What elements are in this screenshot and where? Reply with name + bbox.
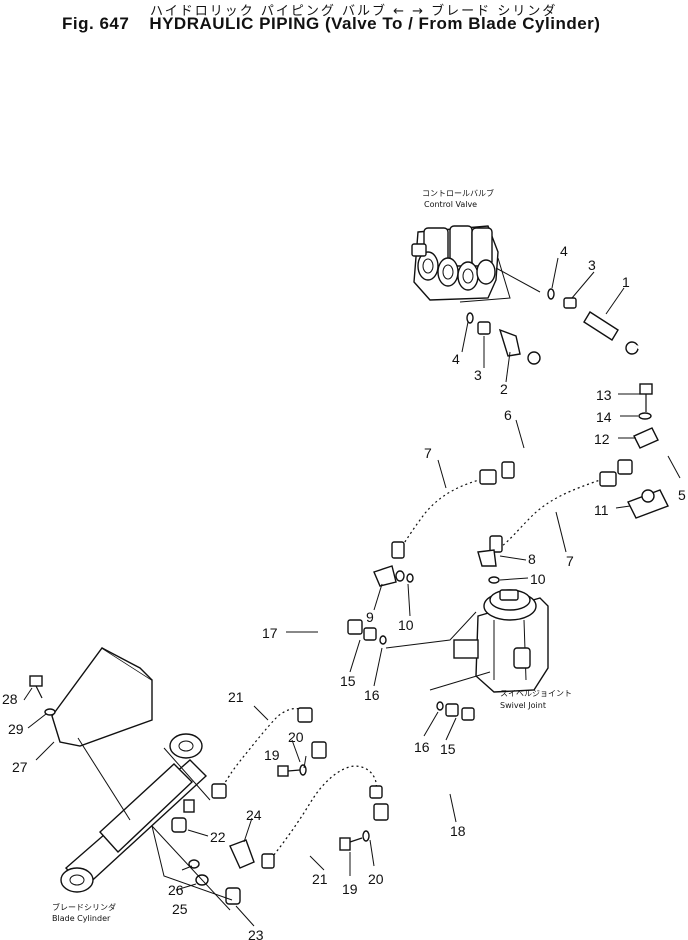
control-valve-caption-jp: コントロールバルブ — [422, 188, 494, 198]
callout-4b: 4 — [452, 351, 460, 367]
callout-labels: 1 2 3 3 4 4 5 6 7 7 8 9 10 10 11 12 13 1… — [2, 243, 686, 940]
callout-14: 14 — [596, 409, 612, 425]
callout-15: 15 — [340, 673, 356, 689]
hardware-parts — [29, 383, 669, 911]
blade-cylinder-drawing — [51, 647, 211, 893]
callout-16: 16 — [364, 687, 380, 703]
blade-cylinder-caption-jp: ブレードシリンダ — [52, 902, 116, 912]
figure-heading: Fig. 647 HYDRAULIC PIPING (Valve To / Fro… — [62, 14, 600, 34]
japanese-title: ハイドロリック パイピング バルブ ← → ブレード シリンダ — [150, 4, 558, 19]
leader-lines — [23, 257, 681, 927]
swivel-joint-caption-en: Swivel Joint — [500, 701, 546, 710]
callout-21b: 21 — [312, 871, 328, 887]
callout-16b: 16 — [414, 739, 430, 755]
swivel-joint-caption-jp: スイベルジョイント — [500, 689, 572, 698]
swivel-joint-drawing — [429, 589, 549, 693]
callout-5: 5 — [678, 487, 686, 503]
component-captions: コントロールバルブ Control Valve スイベルジョイント Swivel… — [52, 188, 572, 923]
callout-20: 20 — [288, 729, 304, 745]
callout-3b: 3 — [474, 367, 482, 383]
blade-cylinder-caption-en: Blade Cylinder — [52, 914, 111, 923]
callout-24: 24 — [246, 807, 262, 823]
callout-21: 21 — [228, 689, 244, 705]
control-valve-drawing — [411, 225, 541, 303]
callout-19: 19 — [264, 747, 280, 763]
callout-10b: 10 — [398, 617, 414, 633]
callout-7: 7 — [424, 445, 432, 461]
callout-6: 6 — [504, 407, 512, 423]
callout-11: 11 — [594, 502, 609, 518]
callout-28: 28 — [2, 691, 18, 707]
callout-1: 1 — [622, 274, 630, 290]
callout-7b: 7 — [566, 553, 574, 569]
callout-13: 13 — [596, 387, 612, 403]
callout-17: 17 — [262, 625, 278, 641]
callout-25: 25 — [172, 901, 188, 917]
callout-12: 12 — [594, 431, 610, 447]
callout-19b: 19 — [342, 881, 358, 897]
callout-10: 10 — [530, 571, 546, 587]
callout-23: 23 — [248, 927, 264, 940]
callout-2: 2 — [500, 381, 508, 397]
callout-3: 3 — [588, 257, 596, 273]
callout-4: 4 — [560, 243, 568, 259]
figure-number: Fig. 647 — [62, 14, 130, 33]
pipes-and-hoses — [211, 288, 682, 869]
callout-8: 8 — [528, 551, 536, 567]
callout-22: 22 — [210, 829, 226, 845]
callout-9: 9 — [366, 609, 374, 625]
callout-18: 18 — [450, 823, 466, 839]
figure-title: HYDRAULIC PIPING (Valve To / From Blade … — [149, 14, 601, 33]
callout-20b: 20 — [368, 871, 384, 887]
callout-29: 29 — [8, 721, 24, 737]
control-valve-caption-en: Control Valve — [424, 200, 477, 209]
callout-15b: 15 — [440, 741, 456, 757]
callout-26: 26 — [168, 882, 184, 898]
callout-27: 27 — [12, 759, 28, 775]
